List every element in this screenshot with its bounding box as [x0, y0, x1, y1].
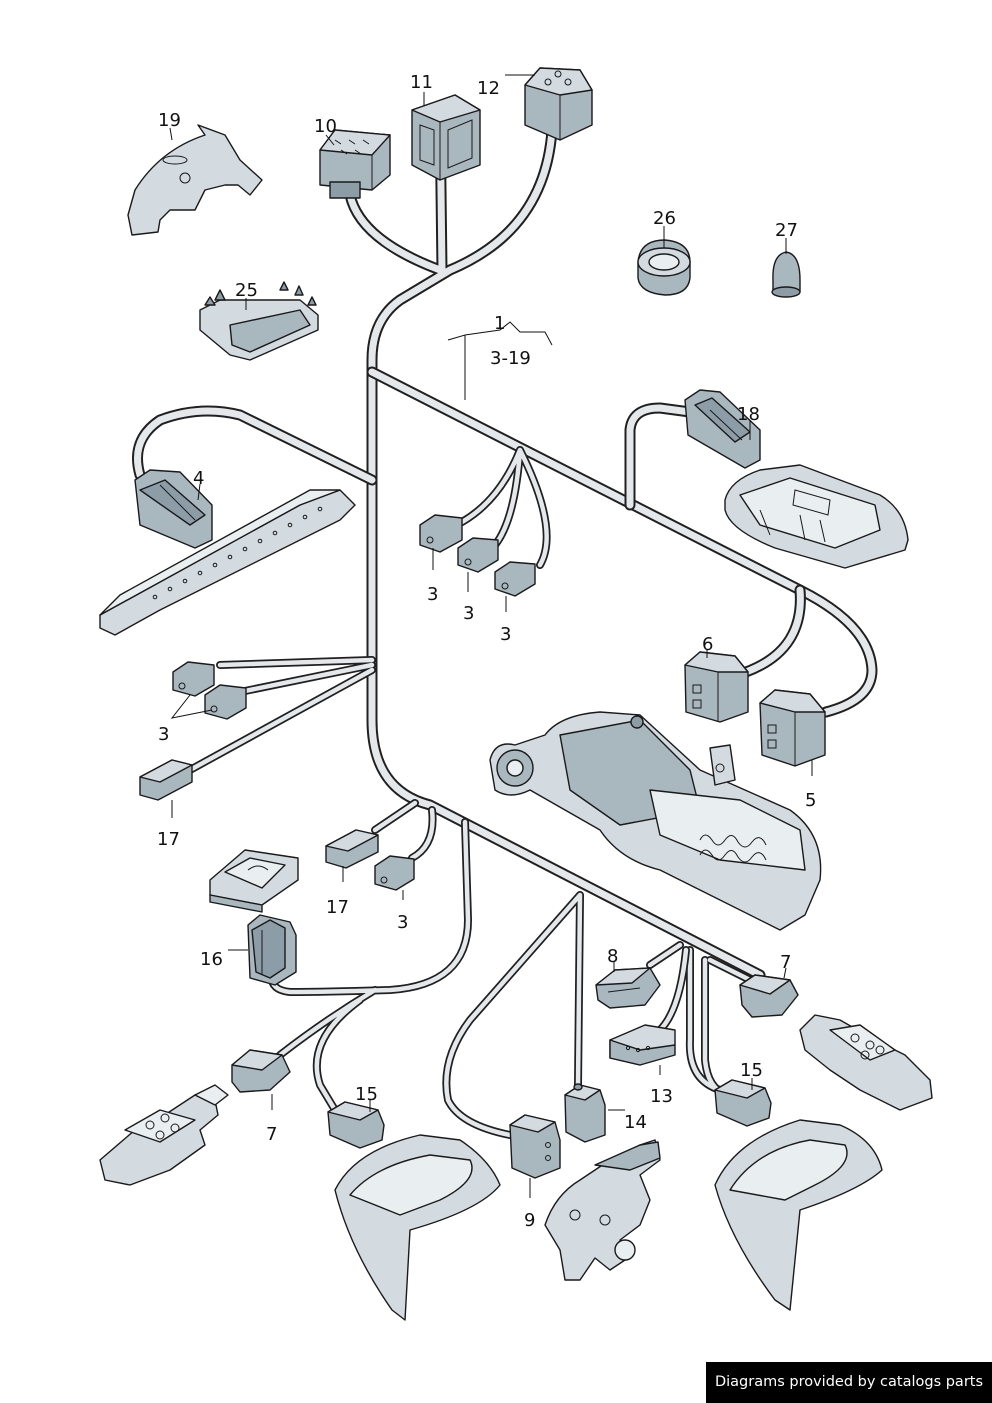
sensor-14	[564, 1083, 606, 1143]
label-7-left: 7	[266, 1124, 277, 1145]
label-11: 11	[410, 72, 433, 93]
trim-strip	[99, 489, 356, 636]
label-15-left: 15	[355, 1084, 378, 1105]
callout-labels: 1 3-19 19 10 11 12 25 26 27 4 18 3 3 3 6…	[157, 72, 816, 1231]
label-6: 6	[702, 634, 713, 655]
strip-holes	[152, 506, 323, 600]
label-26: 26	[653, 208, 676, 229]
label-3-a: 3	[427, 584, 438, 605]
leader-lines	[169, 74, 813, 1198]
connector-3-e	[204, 684, 247, 720]
pillar-cover-right	[714, 1119, 883, 1311]
label-8: 8	[607, 946, 618, 967]
label-4: 4	[193, 468, 204, 489]
label-16: 16	[200, 949, 223, 970]
label-25: 25	[235, 280, 258, 301]
lock-mechanism	[544, 1139, 661, 1281]
label-3-d: 3	[158, 724, 169, 745]
connector-3-b	[457, 537, 499, 573]
label-15-right: 15	[740, 1060, 763, 1081]
label-14: 14	[624, 1112, 647, 1133]
connector-3-c	[494, 561, 536, 597]
connector-3-d	[172, 661, 215, 697]
label-17-a: 17	[157, 829, 180, 850]
seat-module-left	[99, 1084, 229, 1186]
label-18: 18	[737, 404, 760, 425]
connector-15-right	[714, 1079, 772, 1127]
connector-6	[684, 651, 749, 723]
label-1: 1	[494, 313, 505, 334]
label-3-19: 3-19	[490, 348, 531, 369]
cap-27	[771, 251, 801, 298]
label-12: 12	[477, 78, 500, 99]
seat-module-right	[799, 1014, 933, 1111]
connector-17-a	[139, 759, 193, 801]
label-17-b: 17	[326, 897, 349, 918]
connector-17-b	[325, 829, 379, 869]
harness-trunk	[132, 104, 878, 981]
actuator-motor	[489, 711, 822, 931]
connector-16	[247, 914, 297, 986]
credit-banner: Diagrams provided by catalogs parts	[706, 1362, 992, 1403]
connector-18	[684, 389, 761, 469]
connector-5	[759, 689, 826, 767]
connector-3-a	[419, 514, 463, 553]
connector-4	[134, 469, 213, 549]
label-9: 9	[524, 1210, 535, 1231]
connector-11	[411, 94, 481, 181]
connector-3-f	[374, 855, 415, 891]
lamp-housing	[724, 464, 909, 569]
connector-15-left	[327, 1101, 385, 1149]
label-3-b: 3	[463, 603, 474, 624]
label-27: 27	[775, 220, 798, 241]
clip-25	[199, 281, 319, 361]
grommet-26	[637, 239, 691, 296]
label-7-right: 7	[780, 952, 791, 973]
connector-7-right	[739, 974, 799, 1018]
switch-housing	[209, 849, 299, 913]
label-19: 19	[158, 110, 181, 131]
label-3-c: 3	[500, 624, 511, 645]
label-3-f: 3	[397, 912, 408, 933]
connector-12	[524, 67, 593, 141]
harness-branches	[186, 446, 764, 1139]
label-5: 5	[805, 790, 816, 811]
connector-10	[319, 129, 391, 199]
connector-8	[595, 967, 661, 1009]
pillar-cover-left	[334, 1134, 501, 1321]
label-13: 13	[650, 1086, 673, 1107]
bracket-19	[127, 124, 263, 236]
connector-7-left	[231, 1049, 291, 1093]
connector-13	[609, 1024, 676, 1066]
connector-9	[509, 1114, 561, 1179]
label-10: 10	[314, 116, 337, 137]
